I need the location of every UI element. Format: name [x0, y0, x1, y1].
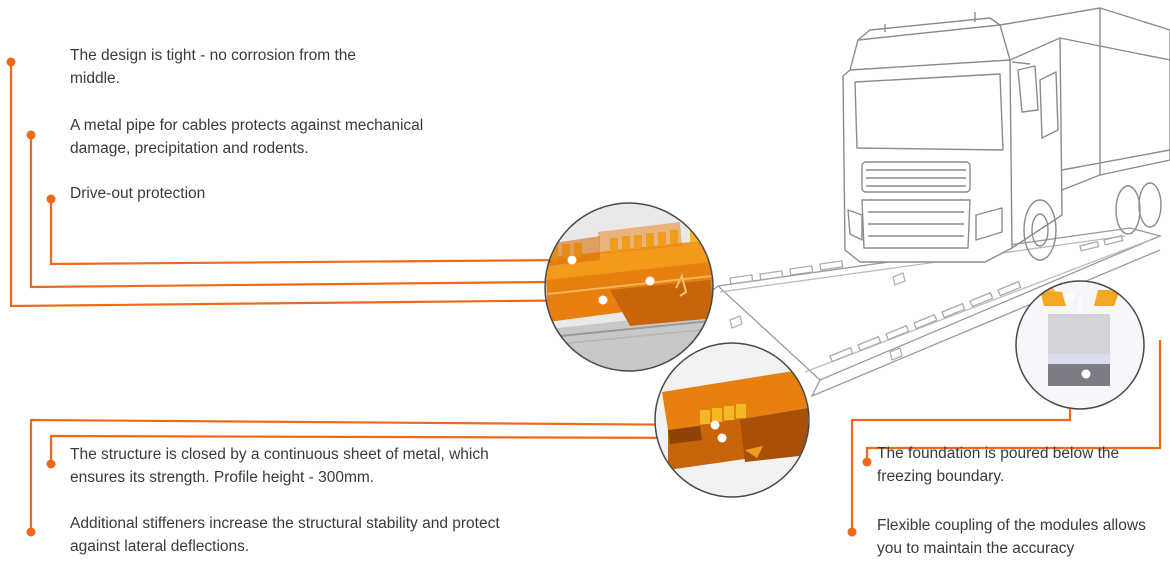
- callout-closed-structure: The structure is closed by a continuous …: [70, 446, 489, 486]
- callout-dots: [6, 57, 872, 537]
- detail-circle-middle: [654, 342, 810, 498]
- callout-drive-out: Drive-out protection: [70, 185, 206, 202]
- detail-circle-foundation: [1015, 280, 1145, 410]
- truck-outline: [842, 7, 1170, 263]
- callout-tight-design: The design is tight - no corrosion from …: [70, 47, 357, 87]
- callout-stiffeners: Additional stiffeners increase the struc…: [70, 515, 500, 555]
- callout-endpoints: [567, 255, 1091, 443]
- callout-flexible-coupling: Flexible coupling of the modules allows …: [877, 517, 1146, 557]
- callout-metal-pipe: A metal pipe for cables protects against…: [70, 117, 424, 157]
- callout-foundation: The foundation is poured below the freez…: [877, 445, 1120, 485]
- callout-connectors: [9, 62, 1162, 532]
